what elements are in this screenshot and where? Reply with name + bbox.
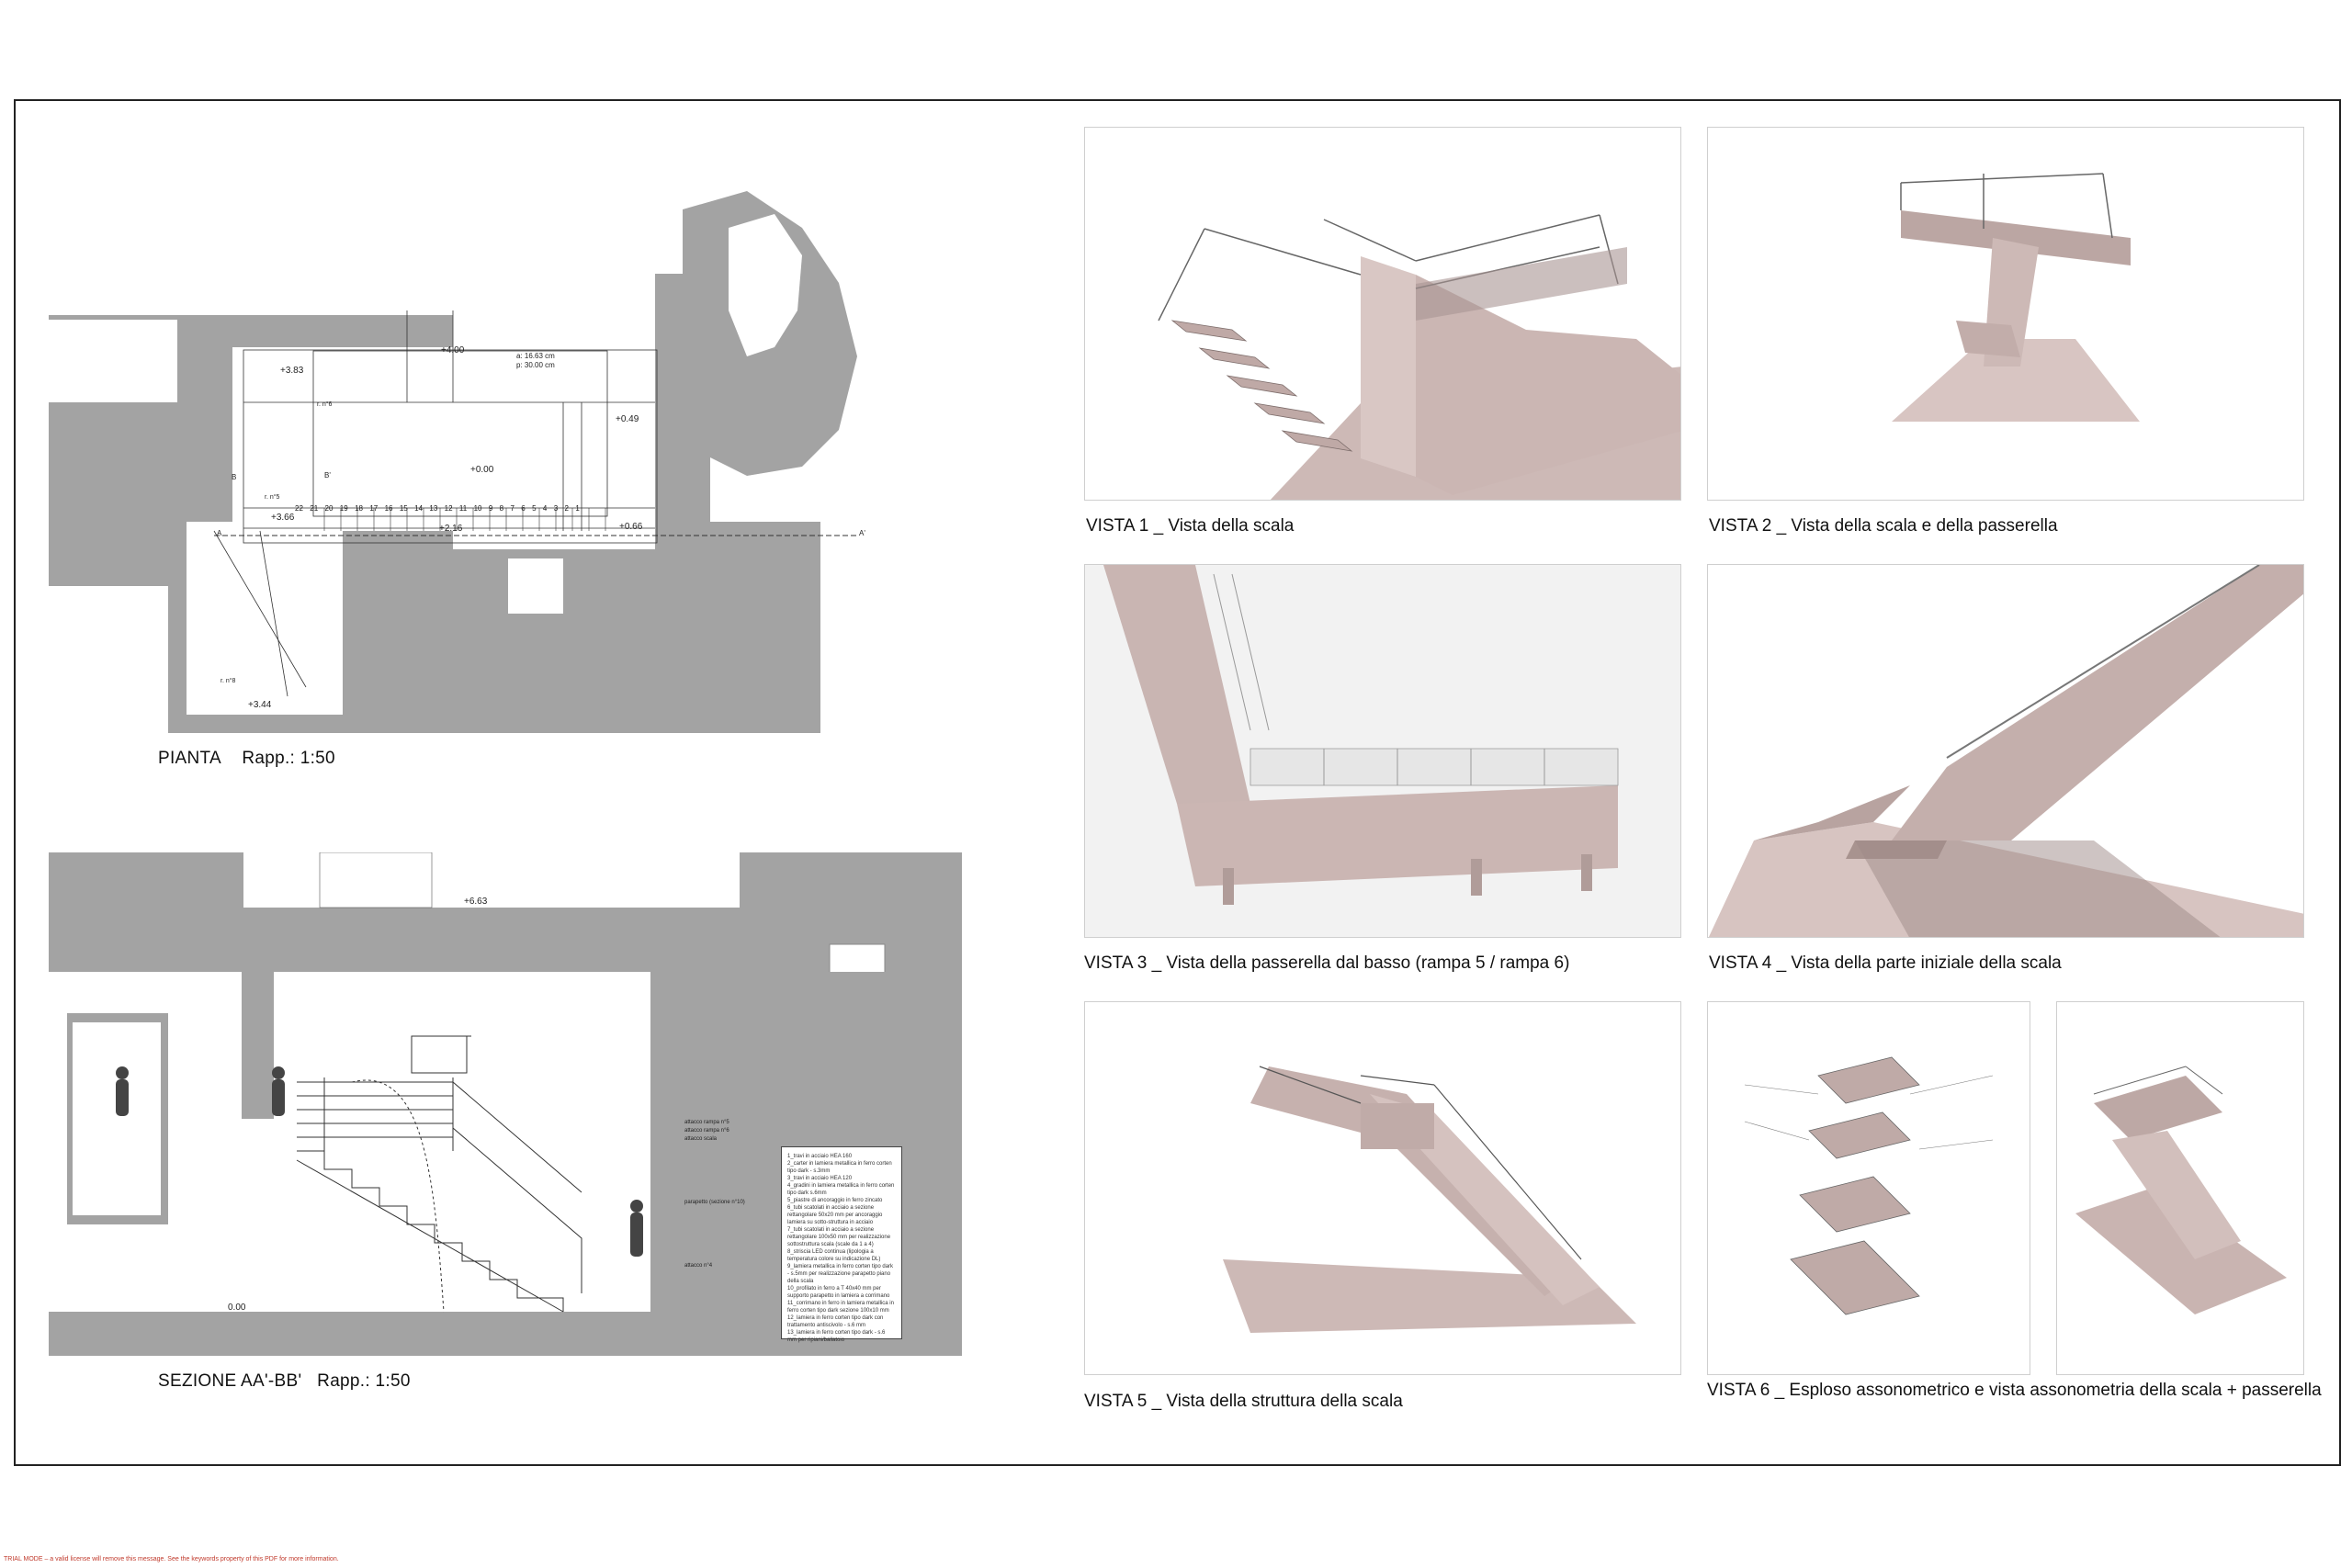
plan-section-mark-b-prime: B' (324, 471, 331, 479)
view-2-caption: VISTA 2 _ Vista della scala e della pass… (1709, 516, 2058, 536)
view-3-caption: VISTA 3 _ Vista della passerella dal bas… (1084, 953, 1570, 973)
view-6-caption: VISTA 6 _ Esploso assonometrico e vista … (1707, 1381, 2322, 1400)
drawing-sheet-frame (14, 99, 2341, 1466)
legend-item: 7_tubi scatolati in acciaio a sezione re… (787, 1227, 891, 1247)
render-view-1 (1084, 127, 1681, 501)
plan-title-text: PIANTA (158, 749, 222, 768)
legend-item: 3_travi in acciaio HEA 120 (787, 1176, 853, 1181)
plan-flight-label-8: r. n°8 (220, 678, 236, 684)
step-number: 16 (384, 504, 393, 513)
step-number: 22 (295, 504, 303, 513)
trial-watermark: TRIAL MODE – a valid license will remove… (4, 1556, 339, 1562)
step-number: 20 (324, 504, 334, 513)
legend-item: 4_gradini in lamiera metallica in ferro … (787, 1183, 895, 1196)
legend-item: 9_lamiera metallica in ferro corten tipo… (787, 1264, 894, 1284)
plan-step-numbers: 22 21 20 19 18 17 16 15 14 13 12 11 10 9… (295, 504, 580, 513)
step-number: 13 (429, 504, 438, 513)
plan-elevation-7: +0.66 (619, 522, 643, 532)
step-number: 6 (521, 504, 526, 513)
step-number: 14 (414, 504, 424, 513)
plan-elevation-1: +4.00 (441, 345, 465, 355)
view-1-caption: VISTA 1 _ Vista della scala (1086, 516, 1295, 536)
plan-section-mark-a-prime: A' (859, 529, 865, 537)
plan-elevation-4: +0.00 (470, 465, 494, 475)
step-number: 21 (310, 504, 319, 513)
render-view-6-axonometric (2056, 1001, 2304, 1375)
section-side-tags: attacco rampa n°5 attacco rampa n°6 atta… (684, 1119, 745, 1270)
step-number: 5 (532, 504, 537, 513)
step-number: 11 (458, 504, 468, 513)
step-number: 2 (564, 504, 569, 513)
legend-item: 10_profilato in ferro a T 40x40 mm per s… (787, 1286, 890, 1299)
plan-elevation-5: +3.66 (271, 513, 295, 523)
legend-item: 12_lamiera in ferro corten tipo dark con… (787, 1315, 884, 1328)
plan-elevation-2: +3.83 (280, 366, 304, 376)
plan-flight-label-6: r. n°6 (317, 401, 333, 408)
step-number: 15 (399, 504, 408, 513)
step-number: 8 (499, 504, 504, 513)
step-number: 19 (339, 504, 348, 513)
plan-elevation-8: +3.44 (248, 700, 272, 710)
legend-item: 5_piastre di ancoraggio in ferro zincato (787, 1198, 883, 1203)
plan-elevation-6: +2.16 (439, 524, 463, 534)
legend-item: 11_corrimano in ferro in lamiera metalli… (787, 1301, 894, 1314)
render-view-4 (1707, 564, 2304, 938)
step-number: 17 (369, 504, 379, 513)
legend-item: 13_lamiera in ferro corten tipo dark - s… (787, 1330, 886, 1343)
side-tag: attacco rampa n°5 (684, 1120, 729, 1125)
plan-drawing (49, 127, 962, 733)
plan-flight-label-5: r. n°5 (265, 494, 280, 501)
render-view-3 (1084, 564, 1681, 938)
section-legend: 1_travi in acciaio HEA 160 2_carter in l… (781, 1146, 902, 1343)
section-elevation-top: +6.63 (464, 897, 488, 907)
plan-elevation-3: +0.49 (616, 414, 639, 424)
plan-section-mark-b: B (232, 473, 237, 481)
section-scale-text: Rapp.: 1:50 (317, 1371, 411, 1391)
plan-dimension-a: a: 16.63 cm (516, 352, 555, 360)
step-number: 12 (444, 504, 453, 513)
step-number: 18 (355, 504, 363, 513)
legend-item: 6_tubi scatolati in acciaio a sezione re… (787, 1205, 883, 1225)
render-view-2 (1707, 127, 2304, 501)
side-tag: attacco n°4 (684, 1263, 713, 1269)
step-number: 9 (488, 504, 493, 513)
section-elevation-ground: 0.00 (228, 1303, 246, 1313)
plan-title: PIANTA Rapp.: 1:50 (158, 749, 335, 769)
step-number: 7 (510, 504, 514, 513)
legend-item: 8_striscia LED continua (lipologia a tem… (787, 1249, 881, 1262)
side-tag: parapetto (sezione n°10) (684, 1200, 745, 1205)
step-number: 3 (553, 504, 559, 513)
legend-item: 1_travi in acciaio HEA 160 (787, 1154, 853, 1159)
plan-scale-text: Rapp.: 1:50 (242, 749, 335, 768)
side-tag: attacco rampa n°6 (684, 1128, 729, 1134)
section-title-text: SEZIONE AA'-BB' (158, 1371, 302, 1391)
side-tag: attacco scala (684, 1136, 718, 1142)
view-5-caption: VISTA 5 _ Vista della struttura della sc… (1084, 1392, 1403, 1411)
render-view-5 (1084, 1001, 1681, 1375)
plan-section-mark-a: A (217, 529, 222, 537)
step-number: 4 (542, 504, 548, 513)
plan-dimension-p: p: 30.00 cm (516, 361, 555, 369)
step-number: 10 (473, 504, 482, 513)
step-number: 1 (575, 504, 580, 513)
render-view-6-exploded (1707, 1001, 2030, 1375)
view-4-caption: VISTA 4 _ Vista della parte iniziale del… (1709, 953, 2062, 973)
legend-item: 2_carter in lamiera metallica in ferro c… (787, 1161, 892, 1174)
section-title: SEZIONE AA'-BB' Rapp.: 1:50 (158, 1371, 411, 1392)
